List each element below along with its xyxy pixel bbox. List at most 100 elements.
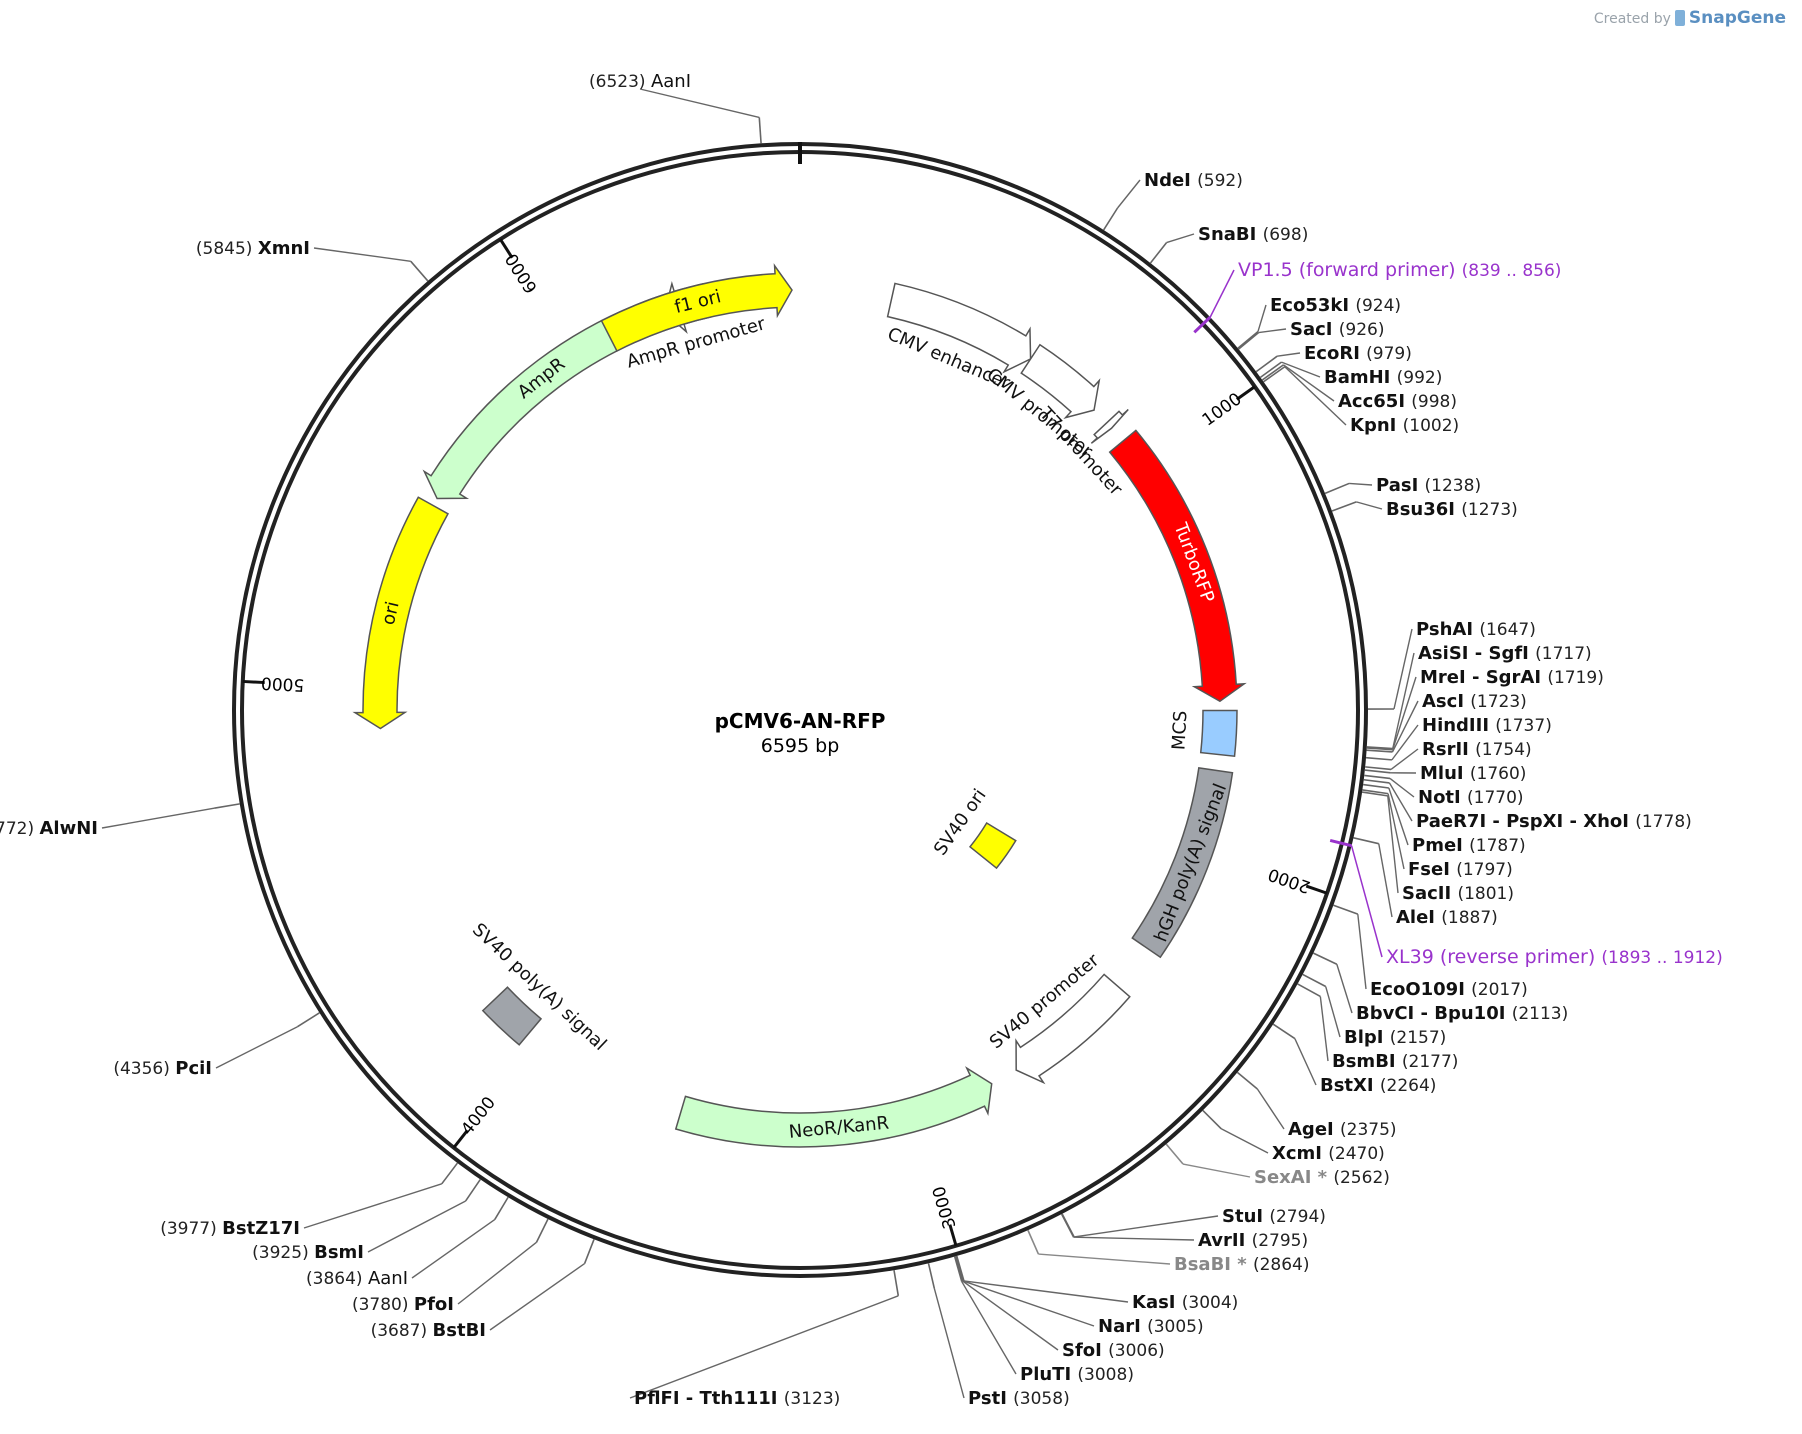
site-name: PmeI — [1412, 835, 1469, 856]
feature-cmv-promoter — [1020, 343, 1101, 419]
site-tick — [1149, 242, 1168, 264]
site-tick — [1366, 746, 1393, 750]
site-name: BstZ17I — [222, 1218, 300, 1239]
tick-mark — [1305, 884, 1328, 895]
plasmid-name: pCMV6-AN-RFP — [715, 709, 886, 733]
feature-t7-promoter — [1090, 408, 1129, 444]
site-label: PaeR7I - PspXI - XhoI (1778) — [1416, 811, 1692, 832]
site-name: BsmBI — [1332, 1051, 1402, 1072]
site-label: BamHI (992) — [1324, 367, 1442, 388]
site-label: PflFI - Tth111I (3123) — [634, 1388, 840, 1409]
site-label: Acc65I (998) — [1338, 391, 1457, 412]
site-leader — [1325, 986, 1341, 1038]
site-tick — [1365, 756, 1392, 761]
site-label: (3925) BsmI — [252, 1242, 364, 1263]
site-label: PmeI (1787) — [1412, 835, 1526, 856]
primer-label: VP1.5 (forward primer) (839 .. 856) — [1238, 259, 1561, 281]
site-label: NarI (3005) — [1098, 1316, 1204, 1337]
site-position: (6523) — [589, 72, 651, 92]
tick-mark — [1235, 385, 1256, 401]
feature-neor-kanr — [674, 1066, 993, 1148]
site-position: (5845) — [196, 239, 258, 259]
site-position: (3977) — [160, 1219, 222, 1239]
site-label: (4772) AlwNI — [0, 818, 98, 839]
site-name: BbvCI - Bpu10I — [1356, 1003, 1512, 1024]
site-position: (2795) — [1252, 1231, 1309, 1251]
snapgene-logo-icon — [1674, 10, 1685, 26]
site-leader — [457, 1241, 537, 1305]
site-name: BamHI — [1324, 367, 1397, 388]
tick-mark — [499, 238, 514, 259]
site-tick — [1102, 207, 1119, 231]
site-tick — [1236, 1071, 1258, 1090]
primer-leader — [1209, 269, 1235, 318]
site-name: Acc65I — [1338, 391, 1411, 412]
site-leader — [1387, 793, 1405, 870]
feature-sv40-promoter — [1015, 973, 1131, 1085]
site-leader — [101, 807, 215, 829]
site-tick — [1261, 364, 1284, 381]
site-position: (979) — [1366, 344, 1412, 364]
site-name: PasI — [1376, 475, 1425, 496]
site-leader — [1393, 628, 1413, 710]
site-tick — [1333, 904, 1359, 915]
site-leader — [1391, 700, 1419, 753]
site-leader — [1277, 352, 1301, 357]
feature-mcs — [1199, 709, 1238, 758]
site-name: AscI — [1422, 691, 1470, 712]
site-tick — [1364, 774, 1391, 780]
site-leader — [489, 1262, 586, 1331]
site-leader — [639, 88, 760, 119]
site-position: (1719) — [1547, 668, 1604, 688]
site-name: NdeI — [1144, 170, 1197, 191]
site-tick — [954, 1256, 964, 1282]
feature-turborfp — [1108, 429, 1247, 703]
site-position: (3008) — [1077, 1365, 1134, 1385]
site-name: KpnI — [1350, 415, 1403, 436]
site-name: NarI — [1098, 1316, 1147, 1337]
site-leader — [1256, 1088, 1285, 1130]
site-leader — [1389, 777, 1415, 798]
feature-label: ori — [378, 599, 404, 627]
primer-range: (1893 .. 1912) — [1601, 948, 1722, 968]
site-position: (2113) — [1512, 1004, 1569, 1024]
site-name: SexAI * — [1254, 1167, 1333, 1188]
site-name: AanI — [651, 71, 691, 92]
site-name: XmnI — [258, 238, 310, 259]
site-position: (992) — [1397, 368, 1443, 388]
site-label: BstXI (2264) — [1320, 1075, 1436, 1096]
site-tick — [893, 1270, 900, 1296]
site-name: RsrII — [1422, 739, 1475, 760]
site-label: PshAI (1647) — [1416, 619, 1536, 640]
site-name: PstI — [968, 1388, 1013, 1409]
tick-mark — [242, 679, 265, 685]
site-label: PluTI (3008) — [1020, 1364, 1134, 1385]
site-tick — [1362, 789, 1389, 795]
site-position: (1737) — [1495, 716, 1552, 736]
tick-label: 4000 — [457, 1093, 500, 1139]
site-leader — [1392, 676, 1417, 750]
site-leader — [963, 1280, 1095, 1327]
site-leader — [1074, 1215, 1219, 1238]
site-leader — [1319, 996, 1329, 1062]
site-leader — [933, 1288, 965, 1399]
site-position: (924) — [1355, 296, 1401, 316]
site-label: RsrII (1754) — [1422, 739, 1532, 760]
site-position: (3925) — [252, 1243, 314, 1263]
site-position: (2177) — [1402, 1052, 1459, 1072]
site-label: XcmI (2470) — [1272, 1143, 1385, 1164]
site-leader — [1166, 233, 1195, 244]
site-position: (3864) — [306, 1269, 368, 1289]
site-name: PflFI - Tth111I — [634, 1388, 784, 1409]
site-leader — [963, 1280, 1129, 1303]
site-name: SacI — [1290, 319, 1339, 340]
primer-label: XL39 (reverse primer) (1893 .. 1912) — [1386, 946, 1723, 968]
feature-ori — [352, 496, 450, 730]
site-tick — [1302, 973, 1327, 988]
site-label: MreI - SgrAI (1719) — [1420, 667, 1604, 688]
site-position: (2794) — [1269, 1207, 1326, 1227]
site-tick — [1331, 501, 1357, 512]
tick-label: 5000 — [261, 672, 305, 694]
